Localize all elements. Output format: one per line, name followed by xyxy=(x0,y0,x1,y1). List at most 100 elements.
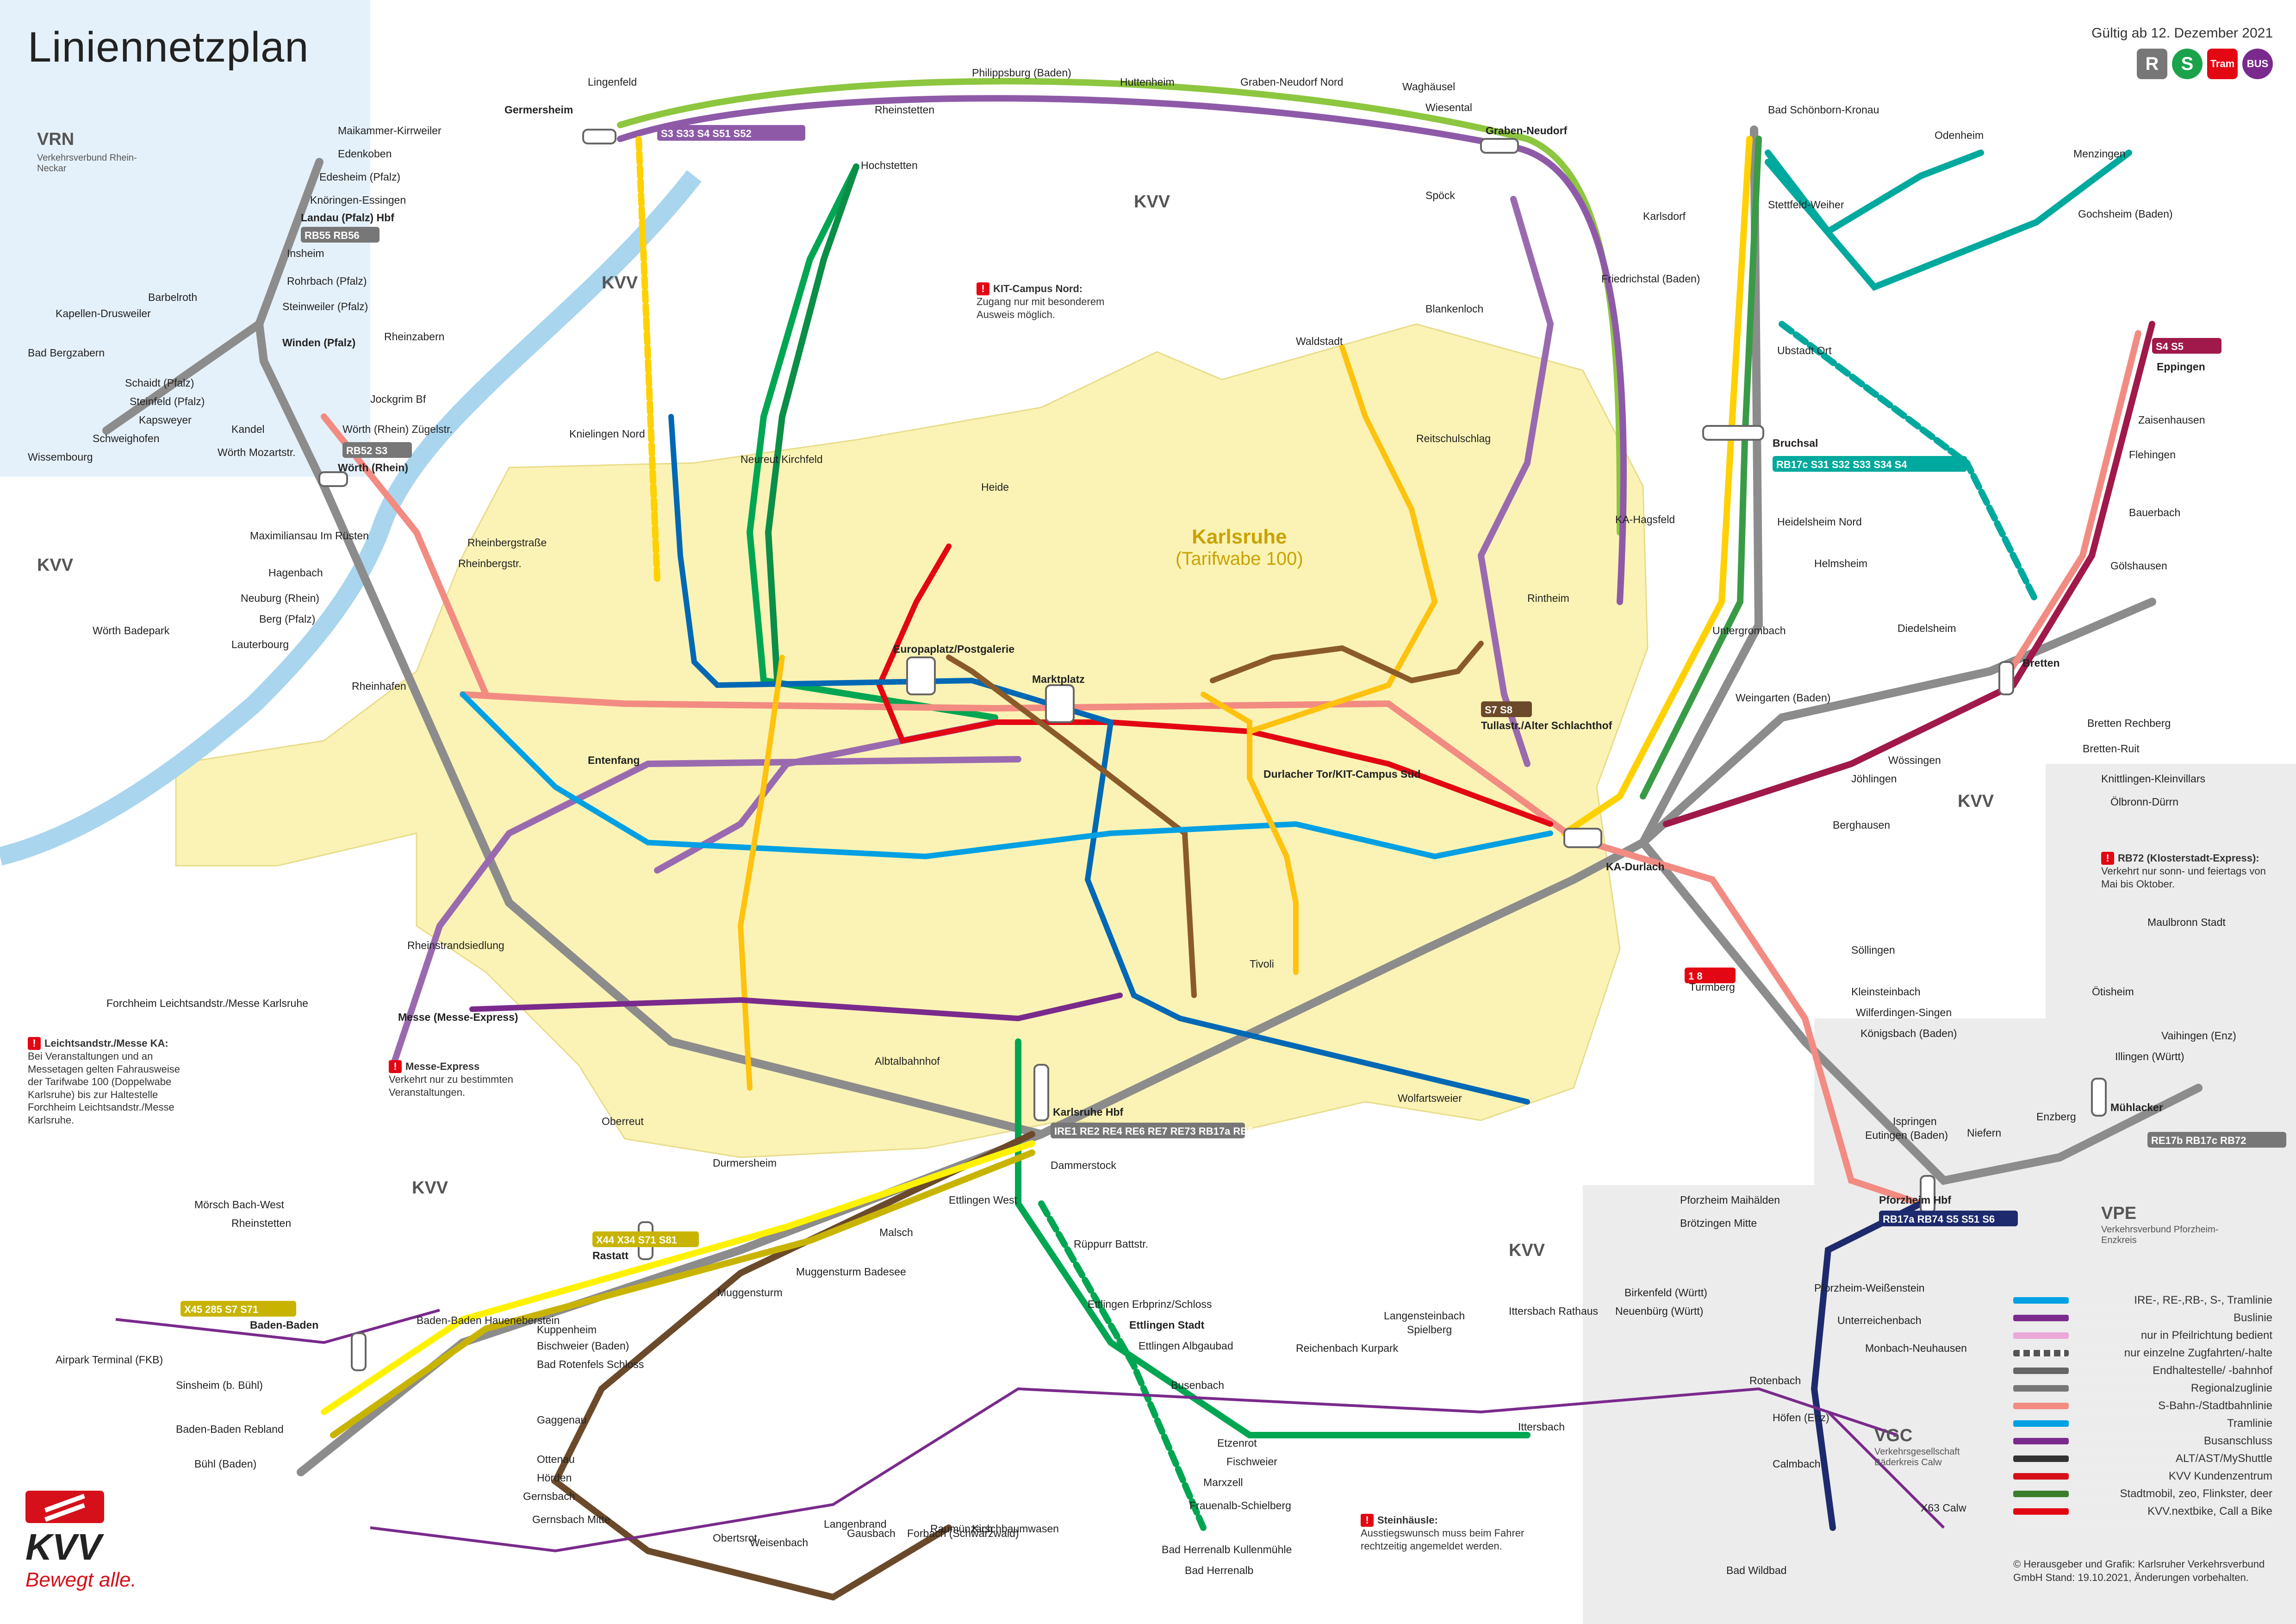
label-ittersbach: Ittersbach xyxy=(1518,1421,1565,1433)
label-soellingen: Söllingen xyxy=(1851,944,1895,956)
legend-row: Regionalzuglinie xyxy=(2013,1380,2272,1397)
tag-landau-text: RB55 RB56 xyxy=(305,230,360,241)
tag-baden-baden: X45 285 S7 S71 xyxy=(180,1301,296,1317)
warning-icon: ! xyxy=(1361,1514,1374,1527)
legend-swatch xyxy=(2013,1314,2069,1321)
label-kapsweyer: Kapsweyer xyxy=(139,414,192,426)
label-bruchsal: Bruchsal xyxy=(1773,437,1818,449)
label-hagenbach: Hagenbach xyxy=(268,567,323,579)
label-schweighofen: Schweighofen xyxy=(93,432,160,444)
label-reichenbach: Reichenbach Kurpark xyxy=(1296,1342,1399,1354)
note-messe-body: Verkehrt nur zu bestimmten Veranstaltung… xyxy=(389,1074,514,1098)
legend-row: KVV Kundenzentrum xyxy=(2013,1468,2272,1485)
label-stettfeld: Stettfeld-Weiher xyxy=(1768,199,1844,211)
label-busenbach: Busenbach xyxy=(1171,1379,1224,1391)
label-waghaeusel: Waghäusel xyxy=(1402,81,1455,93)
label-diedelsheim: Diedelsheim xyxy=(1898,622,1956,634)
label-muggensturm-badesee: Muggensturm Badesee xyxy=(796,1266,906,1278)
label-friedrichstal: Friedrichstal (Baden) xyxy=(1601,273,1700,285)
station-marker-baden-baden xyxy=(351,1332,367,1371)
label-neuenbuerg: Neuenbürg (Württ) xyxy=(1615,1305,1703,1317)
label-berg: Berg (Pfalz) xyxy=(259,613,315,625)
legend-row: Endhaltestelle/ -bahnhof xyxy=(2013,1362,2272,1380)
label-joehlingen: Jöhlingen xyxy=(1851,773,1897,785)
label-hoefen: Höfen (Enz) xyxy=(1773,1412,1829,1424)
label-eutingen: Eutingen (Baden) xyxy=(1865,1129,1948,1141)
label-langenbrand: Langenbrand xyxy=(824,1518,887,1530)
label-niefern: Niefern xyxy=(1967,1127,2001,1139)
label-kapellen: Kapellen-Drusweiler xyxy=(56,307,151,319)
label-rheinbergstr: Rheinbergstraße xyxy=(467,537,547,549)
label-menzingen: Menzingen xyxy=(2073,148,2126,160)
legend-swatch xyxy=(2013,1367,2069,1374)
legend-label: ALT/AST/MyShuttle xyxy=(2176,1452,2272,1465)
label-buehl: Bühl (Baden) xyxy=(194,1458,256,1470)
note-leichtsand-body: Bei Veranstaltungen und an Messetagen ge… xyxy=(28,1050,180,1126)
label-bretten: Bretten xyxy=(2022,657,2060,669)
label-waldstadt: Waldstadt xyxy=(1296,335,1343,347)
label-flehingen: Flehingen xyxy=(2129,449,2176,461)
label-maikammer: Maikammer-Kirrweiler xyxy=(338,125,442,137)
label-ubstadt: Ubstadt Ort xyxy=(1777,344,1832,356)
note-rb72-body: Verkehrt nur sonn- und feiertags von Mai… xyxy=(2101,865,2266,890)
tag-durlach-text: 1 8 xyxy=(1688,970,1703,982)
label-marxzell: Marxzell xyxy=(1203,1476,1243,1488)
legend-label: Stadtmobil, zeo, Flinkster, deer xyxy=(2120,1487,2272,1500)
label-winden: Winden (Pfalz) xyxy=(282,337,355,349)
legend-row: Tramlinie xyxy=(2013,1415,2272,1432)
label-woerth-badepark: Wörth Badepark xyxy=(93,625,170,637)
region-vgc: VGC xyxy=(1874,1426,1913,1445)
bus-icon: BUS xyxy=(2242,49,2273,79)
label-broetzingen: Brötzingen Mitte xyxy=(1680,1217,1757,1229)
label-woessingen: Wössingen xyxy=(1888,754,1941,766)
label-ottenau: Ottenau xyxy=(537,1453,575,1465)
label-gausbach: Gausbach xyxy=(847,1527,896,1539)
label-goelshausen: Gölshausen xyxy=(2110,560,2167,572)
warning-icon: ! xyxy=(977,282,989,295)
tag-pforzheim-text: RB17a RB74 S5 S51 S6 xyxy=(1883,1213,1995,1225)
label-baden-baden: Baden-Baden xyxy=(250,1319,318,1331)
label-maihaelden: Pforzheim Maihälden xyxy=(1680,1194,1780,1206)
label-maximiliansau: Maximiliansau Im Rüsten xyxy=(250,530,369,542)
label-kleinvillars: Knittlingen-Kleinvillars xyxy=(2101,773,2205,785)
tag-rastatt-text: X44 X34 S71 S81 xyxy=(596,1234,677,1246)
label-rueppurr: Rüppurr Battstr. xyxy=(1074,1238,1148,1250)
station-marker-germersheim xyxy=(582,129,616,144)
label-pforzheim: Pforzheim Hbf xyxy=(1879,1194,1951,1206)
label-rheinbergstr2: Rheinbergstr. xyxy=(458,557,522,569)
station-marker-graben xyxy=(1480,138,1519,154)
label-muggensturm: Muggensturm xyxy=(717,1287,783,1299)
label-kandel: Kandel xyxy=(231,423,265,435)
tag-hbf: IRE1 RE2 RE4 RE6 RE7 RE73 RB17a RB51 S3 … xyxy=(1051,1123,1374,1138)
legend-row: KVV.nextbike, Call a Bike xyxy=(2013,1503,2272,1520)
label-oelbronn: Ölbronn-Dürrn xyxy=(2110,796,2178,808)
label-rastatt: Rastatt xyxy=(592,1249,628,1262)
note-kit-body: Zugang nur mit besonderem Ausweis möglic… xyxy=(977,296,1105,320)
label-rechberg: Bretten Rechberg xyxy=(2087,717,2171,729)
label-wissembourg: Wissembourg xyxy=(28,451,93,463)
region-kvv-southeast: KVV xyxy=(1509,1241,1545,1260)
label-barbelroth: Barbelroth xyxy=(148,291,197,303)
label-spoeck: Spöck xyxy=(1425,189,1455,201)
label-europaplatz: Europaplatz/Postgalerie xyxy=(893,643,1014,655)
label-kleinsteinbach: Kleinsteinbach xyxy=(1851,986,1921,998)
region-kvv-north: KVV xyxy=(602,273,638,293)
station-marker-hbf xyxy=(1033,1064,1049,1121)
kvv-logo-icon xyxy=(25,1491,104,1523)
region-vpe: VPE xyxy=(2101,1204,2137,1223)
label-edesheim: Edesheim (Pfalz) xyxy=(319,171,400,183)
tag-eppingen-text: S4 S5 xyxy=(2156,341,2184,352)
label-eppingen: Eppingen xyxy=(2157,361,2205,373)
note-steinhaeusle: !Steinhäusle: Ausstiegswunsch muss beim … xyxy=(1361,1514,1532,1552)
karlsruhe-zone-name: (Tarifwabe 100) xyxy=(1176,549,1303,569)
legend: IRE-, RE-,RB-, S-, Tramlinie Buslinie nu… xyxy=(2013,1292,2272,1520)
line-tags: IRE1 RE2 RE4 RE6 RE7 RE73 RB17a RB51 S3 … xyxy=(180,125,2286,1317)
tag-bruchsal-text: RB17c S31 S32 S33 S34 S4 xyxy=(1776,459,1907,470)
label-graben: Graben-Neudorf xyxy=(1486,125,1568,137)
tag-pforzheim: RB17a RB74 S5 S51 S6 xyxy=(1879,1211,2018,1226)
s-bahn-icon: S xyxy=(2172,49,2203,79)
legend-row: Stadtmobil, zeo, Flinkster, deer xyxy=(2013,1485,2272,1503)
note-messe-head: Messe-Express xyxy=(405,1061,480,1072)
label-neuburg: Neuburg (Rhein) xyxy=(241,592,319,604)
